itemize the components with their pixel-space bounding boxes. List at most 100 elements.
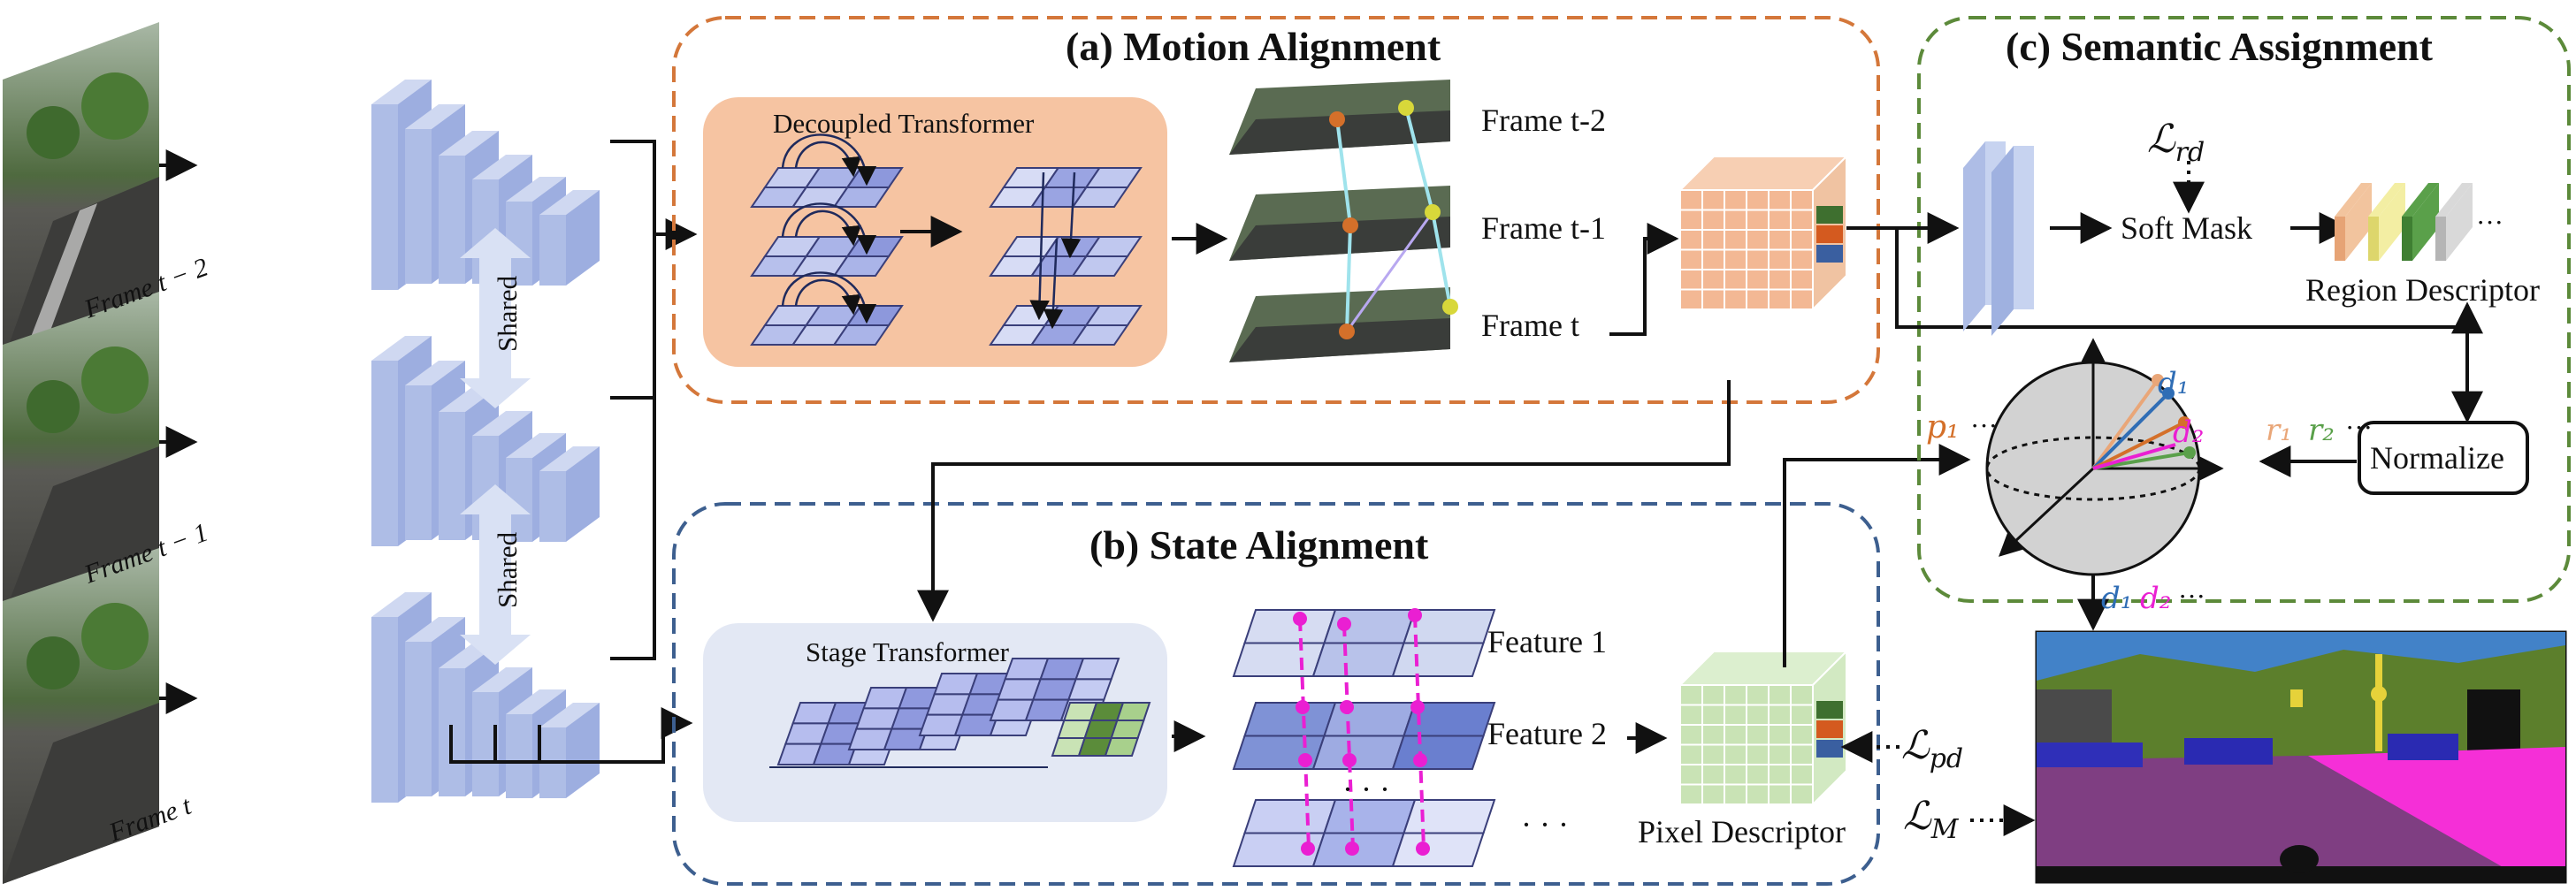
motion-volume-cell — [1768, 248, 1792, 270]
decoupled-attn-arc-b-3 — [781, 271, 877, 324]
shared-arrow-1: Shared — [460, 228, 531, 408]
region-bar-4-front — [2435, 217, 2446, 261]
feature-plane-3 — [1232, 799, 1496, 867]
magenta-point-3-1 — [1408, 608, 1422, 622]
motion-volume-cell — [1768, 189, 1792, 211]
motion-volume-cell — [1746, 248, 1770, 270]
motion-frame-label-1: Frame t-2 — [1481, 103, 1606, 138]
motion-volume-cell — [1701, 288, 1725, 310]
feature-plane-2-cell — [1311, 735, 1405, 770]
encoder-2-block-6-side — [566, 446, 600, 542]
motion-volume-cell — [1790, 269, 1814, 291]
encoder-1-block-6-front — [539, 215, 566, 286]
pixel-volume-cell — [1768, 724, 1792, 746]
pixel-volume-cell — [1724, 783, 1747, 805]
motion-volume-cell — [1701, 248, 1725, 270]
input-frame-1 — [3, 22, 159, 371]
encoder-1-block-6-side — [566, 190, 600, 286]
d-vectors-label: d₁ d₂ ··· — [2101, 581, 2205, 616]
yellow-track-point-2 — [1425, 204, 1441, 220]
loss-m: ℒM — [1903, 794, 2036, 845]
motion-frame-label-2: Frame t-1 — [1481, 210, 1606, 246]
decoupled-attn-arc-b-2 — [781, 202, 877, 255]
region-bar-1-top — [2335, 183, 2372, 217]
input-frame-3 — [3, 548, 159, 884]
decoupled-temporal-arrow-3 — [1043, 238, 1064, 330]
hypersphere: d₁ d₂ — [1985, 338, 2224, 576]
svg-text:d₂: d₂ — [2173, 415, 2204, 450]
soft-mask-label: Soft Mask — [2121, 210, 2252, 246]
motion-volume-cell — [1790, 209, 1814, 231]
decoupled-attn-arc-a-3 — [794, 278, 862, 316]
pixel-volume-cell — [1724, 724, 1747, 746]
stage-transformer-grids — [769, 658, 1151, 768]
decoupled-right-grid-1-cell — [1071, 187, 1129, 208]
encoder-1-block-4-top — [472, 155, 532, 179]
pixel-volume-cell — [1790, 764, 1814, 786]
magenta-point-1-1 — [1293, 612, 1307, 626]
region-bar-1-front — [2335, 217, 2345, 261]
feature-ellipsis-1: · · · — [1342, 772, 1390, 807]
pixel-volume-cell — [1679, 704, 1703, 726]
motion-volume-cell — [1701, 269, 1725, 291]
semantic-assignment-title: (c) Semantic Assignment — [2006, 24, 2434, 69]
feature-plane-1 — [1232, 609, 1496, 677]
svg-text:ℒM: ℒM — [1903, 794, 1960, 845]
decoupled-attn-arc-a-2 — [794, 209, 862, 247]
pixel-volume-cell — [1724, 684, 1747, 706]
svg-text:r₁: r₁ — [2266, 413, 2292, 448]
encoder-2-block-2-top — [405, 361, 465, 385]
encoder-2-block-2-front — [405, 385, 432, 540]
pixel-volume-cell — [1701, 764, 1725, 786]
pixel-volume-cell — [1679, 743, 1703, 765]
encoder-1-block-1-front — [371, 104, 398, 290]
pixel-volume-cell — [1724, 764, 1747, 786]
region-bar-2-top — [2368, 183, 2405, 217]
loss-pd: ℒpd — [1840, 723, 1963, 774]
pixel-volume-cell — [1679, 783, 1703, 805]
encoder-2-block-3-front — [439, 412, 465, 540]
motion-volume-cell — [1746, 209, 1770, 231]
stage-grid-green-cell — [1110, 720, 1145, 739]
decoupled-attn-arc-a-1 — [794, 141, 862, 178]
motion-volume-cell — [1746, 269, 1770, 291]
decoupled-right-grid-2-cell — [1071, 255, 1129, 277]
pixel-volume-cell — [1746, 783, 1770, 805]
pixel-volume-cell — [1790, 704, 1814, 726]
feature-plane-1-cell — [1243, 609, 1337, 644]
pixel-to-sphere-arrow — [1783, 444, 1971, 667]
magenta-point-1-3 — [1298, 753, 1312, 767]
pixel-volume-cell — [1724, 704, 1747, 726]
motion-volume-cell — [1701, 189, 1725, 211]
magenta-point-2-1 — [1337, 617, 1351, 631]
motion-volume-cell — [1746, 288, 1770, 310]
decoupled-left-grid-2 — [750, 236, 904, 277]
svg-text:d₁: d₁ — [2158, 366, 2189, 401]
motion-volume — [1678, 154, 1849, 312]
magenta-track-3 — [1413, 614, 1426, 849]
input-frames: Frame t − 2 Frame t − 1 Frame t — [3, 22, 212, 884]
feature-plane-2-cell — [1391, 735, 1485, 770]
motion-to-state-arrow — [917, 380, 1731, 622]
decoupled-right-grid-3 — [989, 305, 1143, 346]
pixel-volume-cell — [1790, 743, 1814, 765]
state-alignment-title: (b) State Alignment — [1089, 522, 1429, 567]
decoupled-left-grid-3 — [750, 305, 904, 346]
pixel-volume-cell — [1701, 743, 1725, 765]
feature-plane-1-cell — [1311, 642, 1405, 677]
motion-volume-cell — [1746, 229, 1770, 251]
stage-grid-4-cell — [1066, 678, 1113, 701]
svg-text:···: ··· — [2178, 581, 2205, 612]
decoupled-left-grid-2-cell — [832, 255, 891, 277]
pixel-volume-cell — [1746, 704, 1770, 726]
pixel-volume-accent-1 — [1816, 701, 1843, 719]
input-arrows — [159, 149, 198, 714]
yellow-track-point-1 — [1398, 100, 1414, 116]
region-bar-2-side — [2379, 183, 2405, 261]
region-descriptor-bars — [2335, 183, 2473, 261]
encoder-3-block-1-top — [371, 592, 432, 617]
motion-tracked-frames — [1229, 80, 1458, 362]
motion-volume-cell — [1790, 229, 1814, 251]
pixel-volume-cell — [1768, 743, 1792, 765]
encoder-2-block-1-top — [371, 336, 432, 361]
